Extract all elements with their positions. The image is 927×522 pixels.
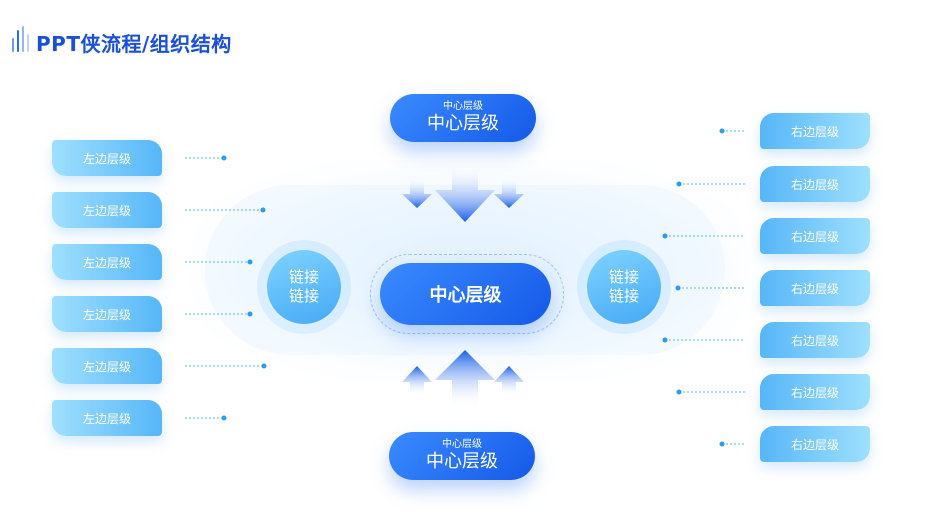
right-item[interactable]: 右边层级 xyxy=(760,218,870,254)
right-item[interactable]: 右边层级 xyxy=(760,322,870,358)
left-item[interactable]: 左边层级 xyxy=(52,192,162,228)
left-connectors xyxy=(185,155,267,421)
left-link-line2: 链接 xyxy=(288,287,319,305)
right-item[interactable]: 右边层级 xyxy=(760,113,870,149)
right-connectors xyxy=(662,128,745,447)
left-item[interactable]: 左边层级 xyxy=(52,140,162,176)
bottom-node-small-label: 中心层级 xyxy=(442,439,482,450)
center-node[interactable]: 中心层级 xyxy=(380,263,551,325)
up-arrows-icon xyxy=(402,350,524,408)
left-link-circle[interactable]: 链接 链接 xyxy=(267,250,341,324)
left-item[interactable]: 左边层级 xyxy=(52,244,162,280)
top-node-small-label: 中心层级 xyxy=(443,101,483,112)
top-center-node[interactable]: 中心层级 中心层级 xyxy=(390,94,536,142)
right-link-line2: 链接 xyxy=(608,287,639,305)
right-link-circle[interactable]: 链接 链接 xyxy=(587,250,661,324)
center-dashed-outline xyxy=(370,254,564,334)
right-item[interactable]: 右边层级 xyxy=(760,166,870,202)
left-item[interactable]: 左边层级 xyxy=(52,348,162,384)
right-item[interactable]: 右边层级 xyxy=(760,270,870,306)
left-item[interactable]: 左边层级 xyxy=(52,400,162,436)
bottom-node-big-label: 中心层级 xyxy=(426,451,498,472)
top-node-big-label: 中心层级 xyxy=(427,113,499,134)
page-title: PPT侠流程/组织结构 xyxy=(36,32,232,56)
right-item[interactable]: 右边层级 xyxy=(760,374,870,410)
bottom-center-node[interactable]: 中心层级 中心层级 xyxy=(389,432,535,480)
title-bars-icon xyxy=(12,26,32,52)
right-item[interactable]: 右边层级 xyxy=(760,426,870,462)
left-link-line1: 链接 xyxy=(288,268,319,286)
right-link-line1: 链接 xyxy=(608,268,639,286)
down-arrows-icon xyxy=(402,165,524,222)
left-item[interactable]: 左边层级 xyxy=(52,296,162,332)
